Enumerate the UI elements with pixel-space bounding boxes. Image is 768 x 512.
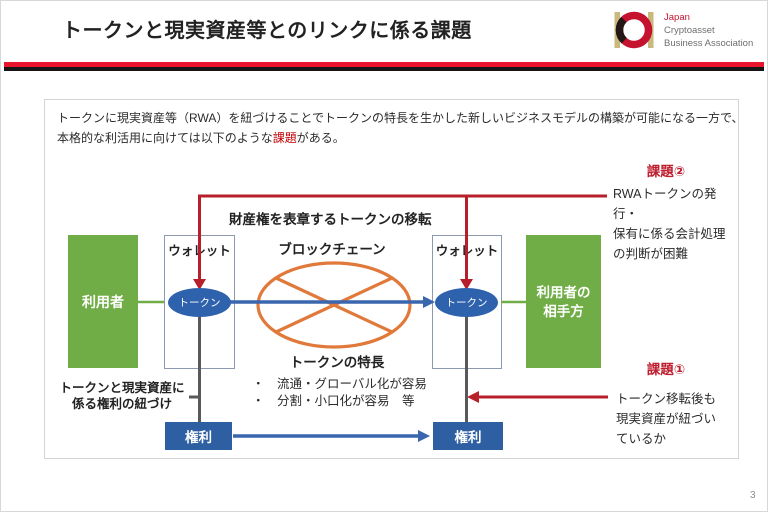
jcba-logo-text: Japan Cryptoasset Business Association (664, 11, 753, 50)
token-features-title: トークンの特長 (289, 355, 385, 370)
issue1-label: 課題① (646, 362, 686, 377)
wallet-left-label: ウォレット (168, 244, 231, 258)
token-label-right: トークン (445, 297, 488, 309)
rights-box-right: 権利 (433, 422, 503, 450)
intro-line-2: 本格的な利活用に向けては以下のような課題がある。 (57, 129, 729, 149)
user-box: 利用者 (68, 235, 138, 368)
jcba-logo (610, 8, 658, 57)
page-title: トークンと現実資産等とのリンクに係る課題 (62, 20, 472, 42)
token-feature-item: ・ 分割・小口化が容易 等 (252, 394, 415, 408)
logo-text-japan: Japan (664, 12, 690, 23)
header-rule-black (4, 67, 764, 71)
jcba-logo-icon (614, 11, 654, 49)
token-transfer-label: 財産権を表章するトークンの移転 (229, 212, 432, 227)
logo-text-cryptoasset: Cryptoasset (664, 25, 715, 36)
counterparty-box: 利用者の 相手方 (526, 235, 601, 368)
intro-line2-tail: がある。 (296, 130, 345, 145)
token-feature-item: ・ 流通・グローバル化が容易 (252, 377, 427, 391)
wallet-right-label: ウォレット (435, 244, 499, 258)
logo-text-association: Business Association (664, 38, 754, 49)
issue1-description: トークン移転後も 現実資産が紐づい ているか (616, 392, 717, 446)
token-label-left: トークン (178, 297, 221, 309)
issue2-label: 課題② (646, 164, 686, 179)
intro-highlight-kadai: 課題 (272, 130, 297, 145)
rights-binding-note: トークンと現実資産に 係る権利の紐づけ (59, 381, 185, 411)
header-rule-red (4, 62, 764, 67)
issue2-description: RWAトークンの発行・ 保有に係る会計処理 の判断が困難 (613, 187, 726, 261)
intro-line-1: トークンに現実資産等（RWA）を紐づけることでトークンの特長を生かした新しいビジ… (57, 111, 744, 125)
intro-paragraph: トークンに現実資産等（RWA）を紐づけることでトークンの特長を生かした新しいビジ… (57, 109, 744, 149)
rights-box-left: 権利 (165, 422, 232, 450)
blockchain-label: ブロックチェーン (278, 242, 386, 257)
intro-line2-text: 本格的な利活用に向けては以下のような (57, 130, 273, 145)
page-number: 3 (750, 490, 756, 501)
